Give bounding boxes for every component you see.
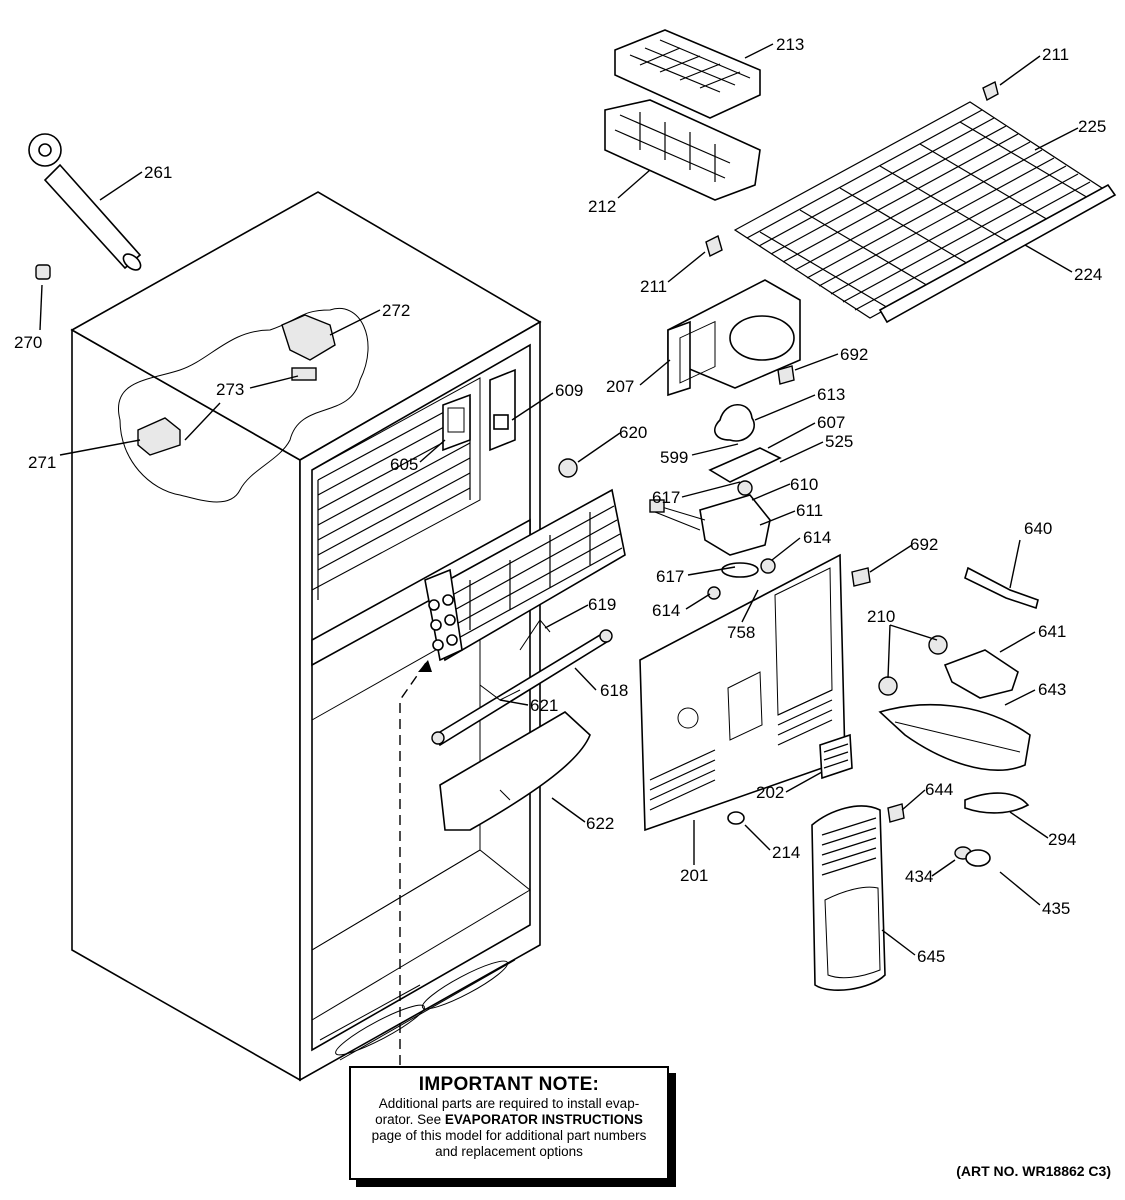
- callout-605: 605: [390, 455, 418, 474]
- callout-labels: 213 211 225 212 261 211 224 270 272 692 …: [14, 35, 1106, 966]
- callout-613: 613: [817, 385, 845, 404]
- screw-692a: [777, 365, 795, 385]
- evaporator-instructions-text: EVAPORATOR INSTRUCTIONS: [444, 1112, 643, 1127]
- callout-645: 645: [917, 947, 945, 966]
- fan-motor-610-611: [649, 480, 771, 578]
- callout-211-top: 211: [1042, 45, 1069, 64]
- evaporator-coil: [424, 488, 626, 662]
- part-270-bolt: [35, 264, 51, 280]
- callout-273: 273: [216, 380, 244, 399]
- callout-435: 435: [1042, 899, 1070, 918]
- callout-614-bottom: 614: [652, 601, 680, 620]
- plug-214: [727, 811, 745, 825]
- callout-644: 644: [925, 780, 953, 799]
- important-note-box: IMPORTANT NOTE: Additional parts are req…: [349, 1066, 669, 1180]
- callout-207: 207: [606, 377, 634, 396]
- callout-214: 214: [772, 843, 800, 862]
- callout-261: 261: [144, 163, 172, 182]
- defrost-heater-618: [431, 629, 613, 747]
- callout-525: 525: [825, 432, 853, 451]
- drain-trough-622: [439, 711, 591, 831]
- evaporator-cover-201: [639, 320, 846, 832]
- fan-blade-613: [714, 403, 755, 442]
- callout-758: 758: [727, 623, 755, 642]
- light-shield-643: [878, 703, 1031, 771]
- callout-621: 621: [530, 696, 558, 715]
- shelf-supports-211: [705, 80, 999, 258]
- callout-270: 270: [14, 333, 42, 352]
- callout-212: 212: [588, 197, 616, 216]
- grommets-614: [707, 558, 776, 600]
- fan-housing-207: [667, 279, 801, 397]
- callout-294: 294: [1048, 830, 1076, 849]
- callout-213: 213: [776, 35, 804, 54]
- callout-211-mid: 211: [640, 277, 667, 296]
- motor-bracket-607: [708, 447, 782, 483]
- ice-trays: [604, 29, 761, 201]
- callout-617-top: 617: [652, 488, 680, 507]
- harness-640: [964, 566, 1039, 610]
- refrigerator-cabinet: [70, 191, 542, 1082]
- callout-643: 643: [1038, 680, 1066, 699]
- callout-610: 610: [790, 475, 818, 494]
- callout-614-top: 614: [803, 528, 831, 547]
- bulb-435: [965, 849, 991, 867]
- note-line-4: and replacement options: [435, 1144, 583, 1159]
- art-number: (ART NO. WR18862 C3): [956, 1163, 1111, 1179]
- grille-202: [819, 733, 853, 780]
- leader-lines: [39, 43, 1079, 956]
- callout-619: 619: [588, 595, 616, 614]
- defrost-sensor-620: [558, 458, 578, 478]
- callout-210: 210: [867, 607, 895, 626]
- callout-620: 620: [619, 423, 647, 442]
- lamp-cover-294: [964, 792, 1030, 814]
- important-note-title: IMPORTANT NOTE:: [418, 1074, 600, 1095]
- screw-692b: [851, 567, 871, 587]
- callout-201: 201: [680, 866, 708, 885]
- callout-692-top: 692: [840, 345, 868, 364]
- callout-225: 225: [1078, 117, 1106, 136]
- note-line-2: orator. See EVAPORATOR INSTRUCTIONS: [351, 1112, 667, 1128]
- callout-622: 622: [586, 814, 614, 833]
- fill-tube-assembly-261: [28, 133, 142, 271]
- callout-609: 609: [555, 381, 583, 400]
- callout-202: 202: [756, 783, 784, 802]
- callout-272: 272: [382, 301, 410, 320]
- callout-617-bottom: 617: [656, 567, 684, 586]
- lamp-housing-645: [811, 805, 886, 991]
- shelf-trim-224: [878, 183, 1117, 324]
- callout-224: 224: [1074, 265, 1102, 284]
- callout-434: 434: [905, 867, 933, 886]
- note-line-1: Additional parts are required to install…: [378, 1096, 640, 1111]
- callout-640: 640: [1024, 519, 1052, 538]
- screw-644: [887, 803, 905, 823]
- callout-692-mid: 692: [910, 535, 938, 554]
- note-line-3: page of this model for additional part n…: [371, 1128, 647, 1143]
- callout-607: 607: [817, 413, 845, 432]
- callout-271: 271: [28, 453, 56, 472]
- lens-641: [943, 649, 1019, 699]
- callout-618: 618: [600, 681, 628, 700]
- note-line-2-text: orator. See: [375, 1112, 445, 1127]
- wire-shelf-225: [733, 101, 1107, 319]
- callout-599: 599: [660, 448, 688, 467]
- callout-611: 611: [796, 501, 823, 520]
- callout-641: 641: [1038, 622, 1066, 641]
